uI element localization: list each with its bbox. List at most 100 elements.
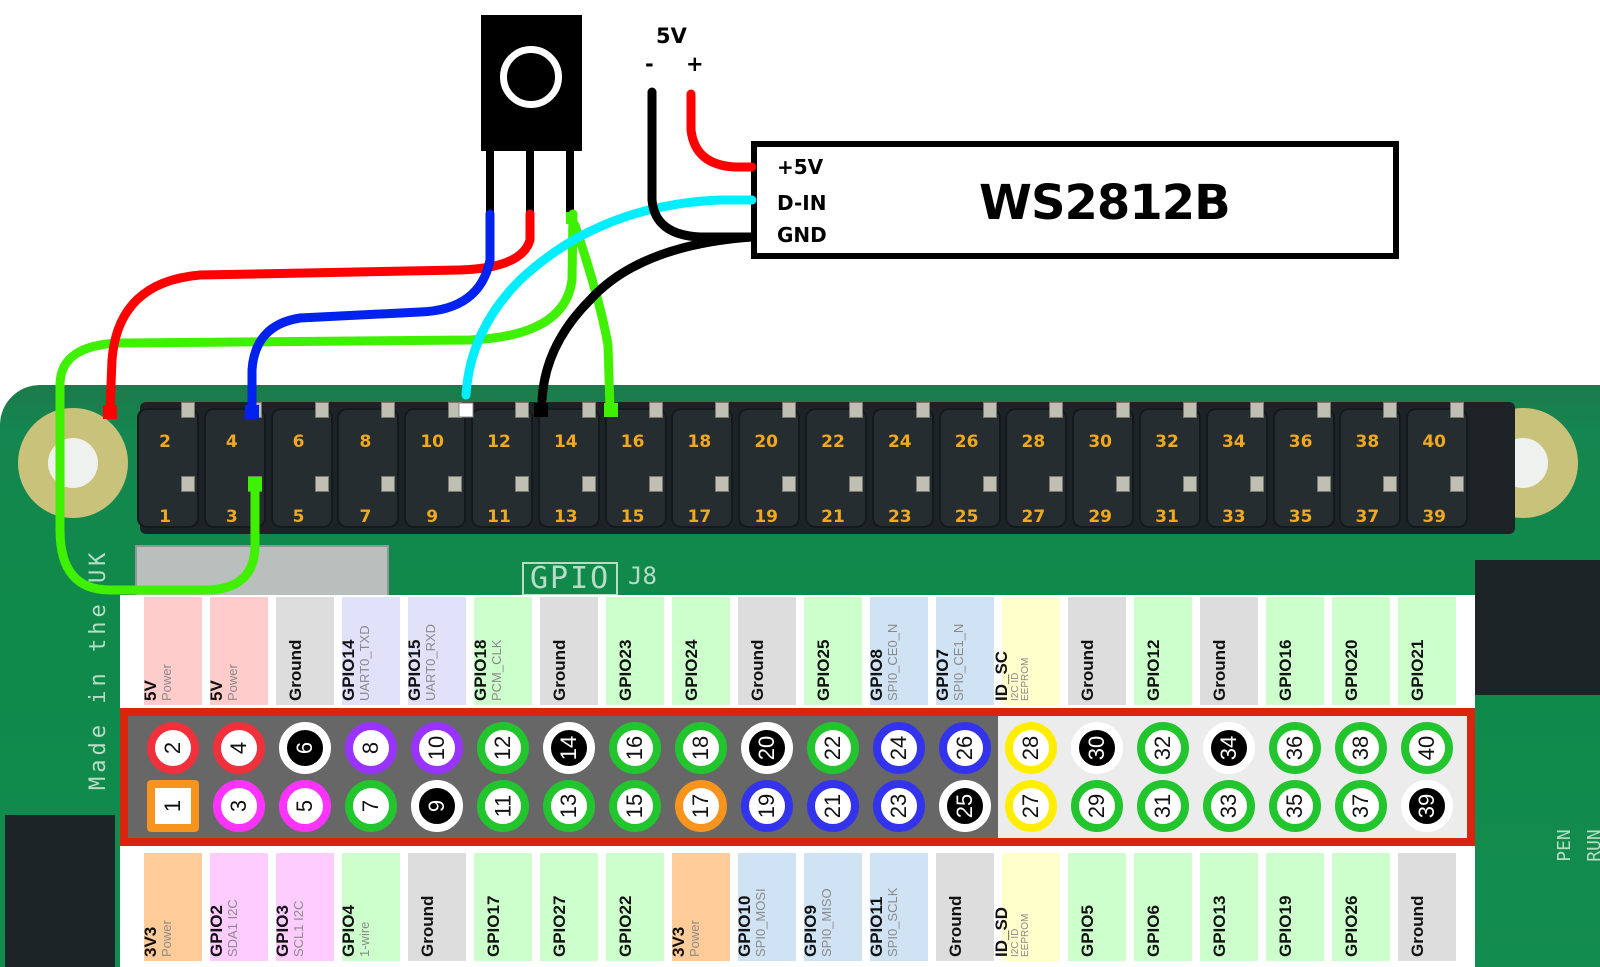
pin-circle-39: 39 (1401, 780, 1453, 832)
header-pin-number: 29 (1088, 507, 1113, 527)
pin-label-text: GPIO13 (1210, 896, 1229, 957)
pin-circle-33: 33 (1203, 780, 1255, 832)
header-pin-number: 23 (887, 507, 912, 527)
header-block (671, 408, 734, 528)
pin-label-37: GPIO26 (1332, 853, 1390, 961)
header-pin-number: 15 (620, 507, 645, 527)
pin-circle-13: 13 (543, 780, 595, 832)
pin-circle-19: 19 (741, 780, 793, 832)
ws2812b-led-strip: +5V D-IN GND WS2812B (751, 141, 1399, 259)
wire-black-supply (647, 87, 757, 242)
pin-function-sub: Power (159, 664, 174, 701)
pin-circle-number: 20 (753, 735, 779, 761)
header-pin-bottom (648, 476, 663, 492)
header-pin-top (915, 402, 930, 418)
header-pin-top (381, 402, 396, 418)
pin-circle-28: 28 (1005, 722, 1057, 774)
pin-circle-number: 25 (951, 793, 977, 819)
silkscreen-gpio: GPIO (522, 562, 619, 596)
pin-function-name: GPIO25 (814, 639, 833, 701)
header-pin-bottom (314, 476, 329, 492)
header-pin-bottom (515, 476, 529, 492)
pin-label-text: Ground (286, 640, 305, 701)
pin-label-38: GPIO20 (1332, 597, 1390, 705)
silkscreen-pen: PEN (1553, 829, 1575, 862)
header-pin-bottom (581, 476, 596, 492)
pin-function-name: GPIO16 (1276, 639, 1295, 701)
pin-circle-32: 32 (1137, 722, 1189, 774)
header-pin-number: 22 (821, 432, 845, 452)
header-block (1139, 408, 1201, 528)
pin-function-name: GPIO26 (1342, 895, 1361, 957)
pin-circle-25: 25 (939, 780, 991, 832)
pin-label-25: Ground (936, 853, 994, 961)
pin-label-40: GPIO21 (1398, 597, 1456, 705)
pin-function-sub: Power (159, 920, 174, 957)
power-supply-plus: + (686, 52, 704, 76)
pin-circle-40: 40 (1401, 722, 1453, 774)
pin-circle-35: 35 (1269, 780, 1321, 832)
pin-function-sub2: EEPROM (1020, 657, 1031, 701)
pin-circle-9: 9 (411, 780, 463, 832)
pin-function-name: 5V (141, 680, 160, 701)
ir-receiver-lens-icon (500, 46, 562, 108)
pin-circle-number: 40 (1413, 735, 1439, 761)
pin-circle-14: 14 (543, 722, 595, 774)
pin-circle-number: 8 (358, 741, 383, 755)
pin-label-text: GPIO26 (1342, 895, 1361, 957)
ir-leg-2-red-tip (526, 212, 534, 224)
header-pin-number: 10 (420, 432, 445, 452)
pin-label-text: GPIO21 (1408, 640, 1427, 701)
pin-circle-number: 15 (621, 793, 647, 819)
silkscreen-made-in: Made in the UK (86, 548, 111, 790)
pin-circle-number: 11 (490, 794, 515, 818)
pin-function-name: GPIO10 (735, 895, 754, 957)
pin-circle-number: 6 (292, 741, 317, 755)
header-block (1205, 408, 1268, 528)
wire-cyan-data (461, 195, 757, 400)
pin-function-name: GPIO7 (933, 649, 952, 701)
header-pin-number: 1 (159, 507, 171, 527)
pin-circle-23: 23 (873, 780, 925, 832)
pin-circle-number: 36 (1281, 735, 1307, 761)
pin-function-name: GPIO23 (616, 639, 635, 701)
header-block (604, 408, 667, 528)
header-pin-number: 25 (954, 507, 979, 527)
header-pin-number: 26 (954, 432, 979, 452)
header-block (1339, 408, 1402, 528)
pin-label-20: Ground (738, 597, 796, 705)
pin-function-name: GPIO9 (801, 905, 820, 957)
header-pin-number: 38 (1355, 432, 1380, 452)
header-pin-number: 19 (754, 507, 779, 527)
pin-circle-8: 8 (345, 722, 397, 774)
pin-circle-6: 6 (279, 722, 331, 774)
header-pin-number: 17 (687, 507, 712, 527)
pin-function-sub: UART0_TXD (357, 625, 372, 701)
pin-circle-22: 22 (807, 722, 859, 774)
pin-circle-37: 37 (1335, 780, 1387, 832)
pin-function-sub: SDA1 I2C (225, 899, 240, 957)
pin-circle-26: 26 (939, 722, 991, 774)
power-supply-label: 5V (656, 24, 687, 48)
pin-label-35: GPIO19 (1266, 853, 1324, 961)
header-pin-number: 37 (1355, 507, 1380, 527)
pin-label-16: GPIO23 (606, 597, 664, 705)
header-pin-number: 11 (487, 507, 511, 527)
header-pin-number: 5 (292, 507, 305, 527)
pin-circle-3: 3 (213, 780, 265, 832)
header-pin-number: 39 (1422, 507, 1447, 527)
header-pin-number: 30 (1088, 432, 1113, 452)
pin-circle-1: 1 (147, 780, 199, 832)
header-pin-top (314, 402, 329, 418)
pin-function-name: ID_SD (992, 906, 1011, 957)
pin-function-name: Ground (1078, 639, 1097, 701)
pin-function-name: GPIO6 (1144, 905, 1163, 957)
pin-function-name: GPIO15 (405, 639, 424, 701)
